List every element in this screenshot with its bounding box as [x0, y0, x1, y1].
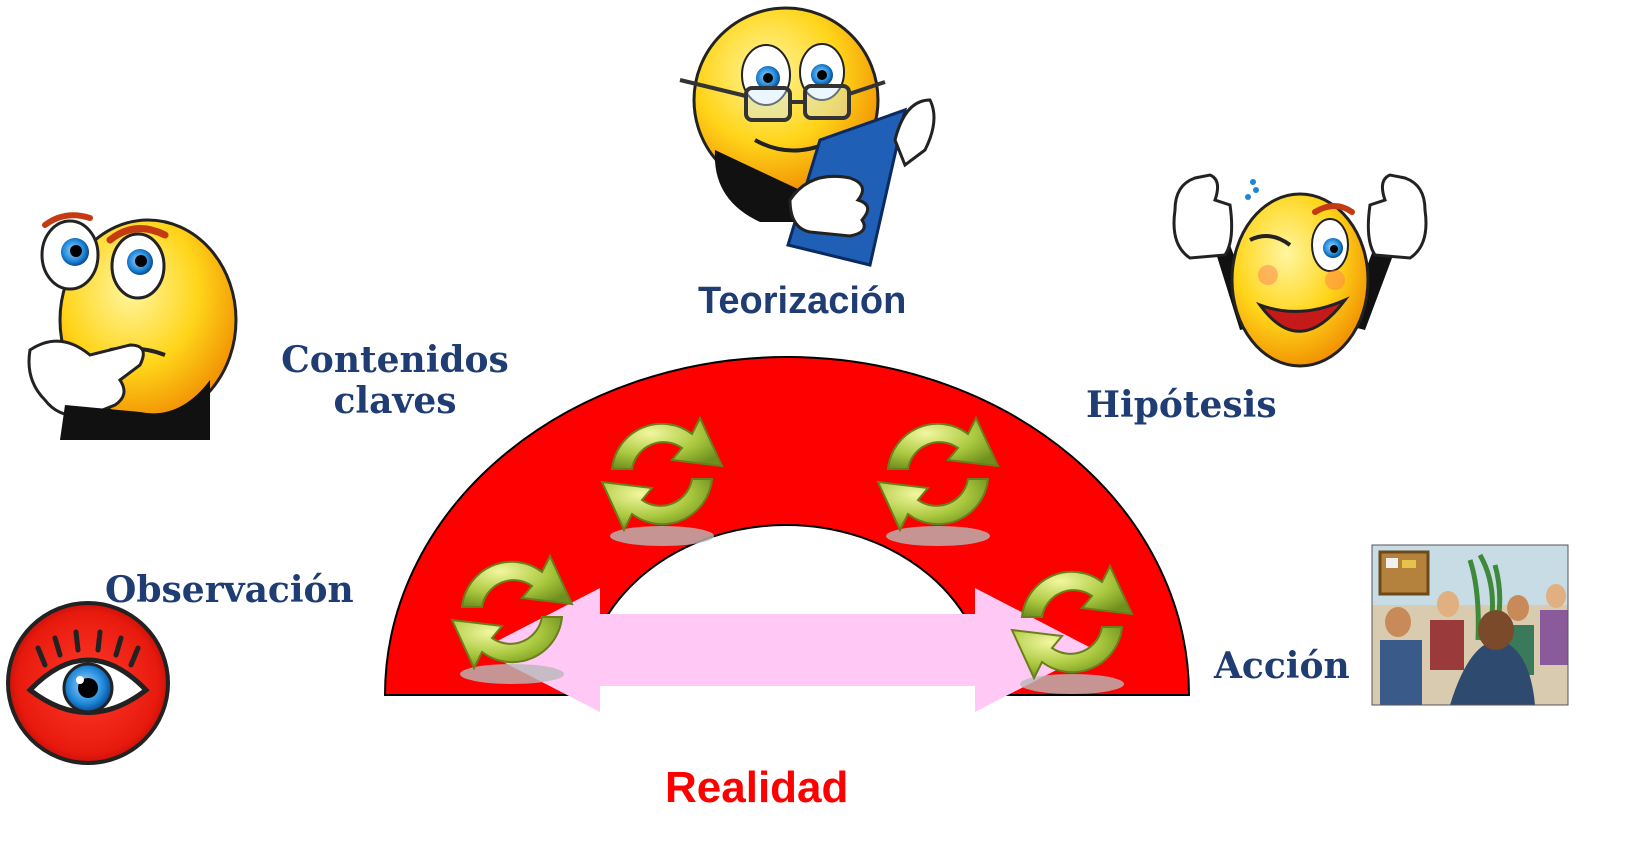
- contenidos-claves-line1: Contenidos: [281, 339, 509, 381]
- teorizacion-label: Teorización: [698, 280, 907, 322]
- accion-label: Acción: [1214, 645, 1350, 687]
- winking-thumbs-up-smiley-icon: [1172, 173, 1428, 368]
- observacion-label: Observación: [105, 569, 354, 611]
- hipotesis-label: Hipótesis: [1086, 384, 1277, 426]
- classroom-meeting-picture: [1371, 544, 1569, 706]
- double-arrow: [480, 588, 1095, 712]
- eye-icon: [6, 601, 170, 765]
- contenidos-claves-label: Contenidos claves: [270, 339, 520, 423]
- thinking-smiley-icon: [27, 212, 238, 440]
- realidad-label: Realidad: [665, 763, 849, 812]
- contenidos-claves-line2: claves: [333, 380, 457, 423]
- reading-smiley-icon: [679, 6, 936, 267]
